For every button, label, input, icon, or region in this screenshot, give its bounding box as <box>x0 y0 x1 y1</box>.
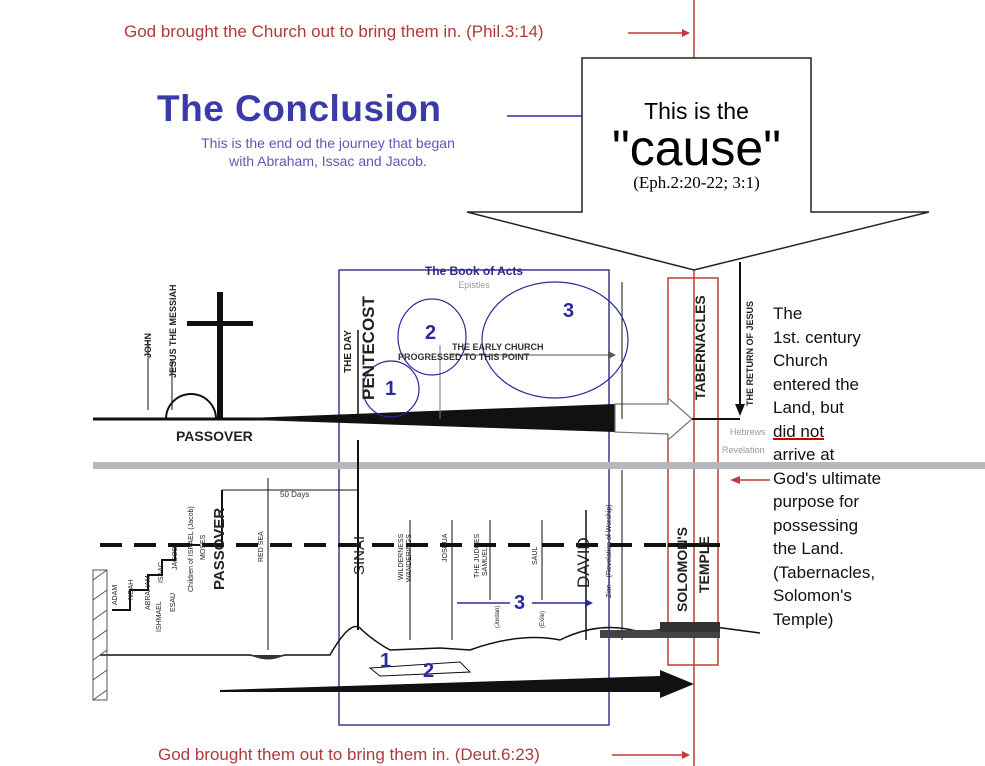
bottom-arrow <box>220 670 694 698</box>
circle-number-2: 2 <box>425 322 437 344</box>
label-pentecost: PENTECOST <box>359 296 378 400</box>
label-judges: THE JUDGES <box>474 533 481 578</box>
lower-number-2: 2 <box>423 660 435 682</box>
red-box <box>667 277 719 666</box>
page-title: The Conclusion <box>157 88 442 129</box>
cross-icon <box>217 292 223 420</box>
label-samuel: SAMUEL <box>482 547 489 576</box>
label-revelation: Revelation <box>722 445 765 455</box>
header-note: God brought the Church out to bring them… <box>124 22 544 41</box>
cause-callout-arrow <box>466 57 930 271</box>
label-abraham: ABRAHAM <box>145 575 152 610</box>
acts-box-sub: Epistles <box>458 280 490 290</box>
note-line: arrive at <box>773 445 835 464</box>
label-early-church-1: THE EARLY CHURCH <box>452 342 544 352</box>
note-line: God's ultimate <box>773 468 882 488</box>
acts-box-title: The Book of Acts <box>424 264 524 278</box>
circle-1 <box>362 360 420 418</box>
note-line: Land, but <box>773 398 844 417</box>
note-line: (Tabernacles, <box>773 562 876 582</box>
label-tabernacles: TABERNACLES <box>692 295 708 400</box>
lower-number-1: 1 <box>380 650 392 672</box>
label-red-sea: RED SEA <box>258 531 265 562</box>
cause-ref: (Eph.2:20-22; 3:1) <box>633 173 760 192</box>
label-noah: NOAH <box>128 579 135 600</box>
label-isaac: ISAAC <box>158 561 165 583</box>
label-sinai: SINAI <box>351 535 368 575</box>
subtitle-line-2: with Abraham, Issac and Jacob. <box>229 153 427 169</box>
label-moses: MOSES <box>200 534 207 560</box>
label-wanderings: WANDERINGS <box>406 534 413 582</box>
label-passover-upper: PASSOVER <box>176 428 253 444</box>
label-adam: ADAM <box>112 584 119 605</box>
note-line: entered the <box>773 374 860 394</box>
cause-line-1: This is the <box>644 98 749 124</box>
label-early-church-2: PROGRESSED TO THIS POINT <box>398 352 530 362</box>
note-line: possessing <box>773 515 859 535</box>
circle-number-1: 1 <box>385 378 397 400</box>
label-jacob: JACOB <box>172 546 179 570</box>
temple-structure <box>600 630 720 638</box>
label-jordan: (Jordan) <box>495 605 501 628</box>
footer-note: God brought them out to bring them in. (… <box>158 745 540 764</box>
label-temple: TEMPLE <box>696 536 712 593</box>
subtitle-line-1: This is the end od the journey that bega… <box>201 135 455 151</box>
label-solomons: SOLOMON'S <box>674 527 690 612</box>
label-fifty-days: 50 Days <box>280 490 310 499</box>
cause-line-2: "cause" <box>612 120 781 176</box>
upper-wedge <box>222 404 615 432</box>
circle-2 <box>397 298 467 376</box>
circle-3 <box>481 281 629 399</box>
cause-box: This is the "cause" (Eph.2:20-22; 3:1) <box>584 98 809 193</box>
label-passover-lower: PASSOVER <box>211 507 228 590</box>
label-john: JOHN <box>143 332 153 358</box>
label-hebrews: Hebrews <box>730 427 766 437</box>
label-exile: (Exile) <box>540 610 546 628</box>
label-saul: SAUL <box>532 546 539 565</box>
acts-box <box>338 269 610 726</box>
label-esau: ESAU <box>170 592 177 612</box>
label-ishmael: ISHMAEL <box>156 601 163 632</box>
label-return-of-jesus: THE RETURN OF JESUS <box>745 300 755 406</box>
label-joshua: JOSHUA <box>442 533 449 562</box>
label-jesus-messiah: JESUS THE MESSIAH <box>168 284 178 378</box>
label-the-day: THE DAY <box>343 330 354 373</box>
note-did-not: did not <box>773 421 825 441</box>
lower-number-3: 3 <box>514 592 526 614</box>
subtitle: This is the end od the journey that bega… <box>148 134 508 170</box>
note-line: the Land. <box>773 539 844 558</box>
note-line: 1st. century <box>773 327 861 347</box>
separator-band <box>93 462 985 469</box>
note-line: Solomon's <box>773 586 852 605</box>
circle-number-3: 3 <box>563 300 575 322</box>
label-david: DAVID <box>574 537 593 588</box>
note-line: The <box>773 304 803 323</box>
note-line: Church <box>773 351 828 370</box>
note-line: purpose for <box>773 492 859 511</box>
label-zion: Zion—(Revelation of Worship) <box>606 504 613 598</box>
right-note: The 1st. century Church entered the Land… <box>773 302 881 631</box>
label-wilderness: WILDERNESS <box>398 533 405 580</box>
label-children-israel: Children of ISRAEL (Jacob) <box>188 506 195 592</box>
note-line: Temple) <box>773 609 834 629</box>
